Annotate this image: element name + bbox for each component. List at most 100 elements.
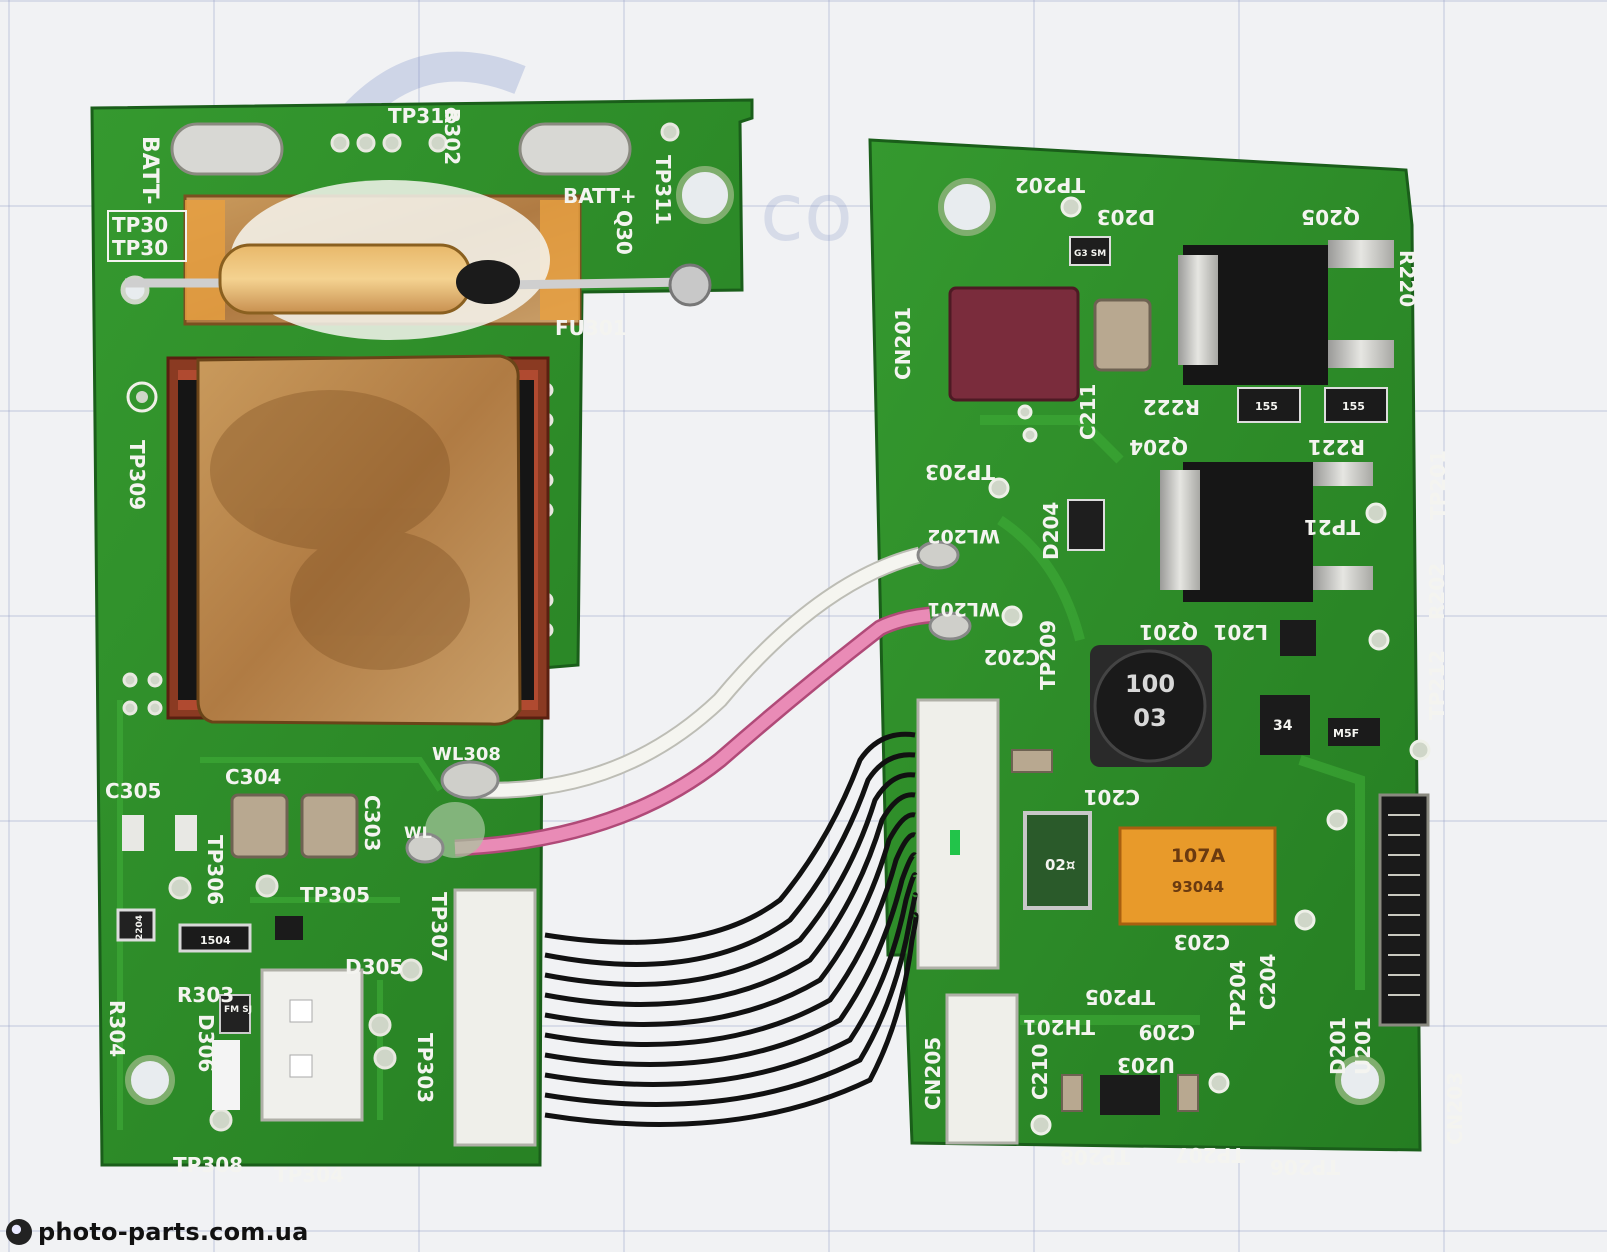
- silk-cn203: CN203: [1443, 1072, 1467, 1145]
- silk-c209: C209: [1139, 1020, 1195, 1044]
- diode-d203: [1069, 236, 1111, 266]
- silk-tp30-b: TP30: [112, 236, 168, 260]
- fuse-bead: [456, 260, 520, 304]
- silk-fu301: FU301: [555, 316, 627, 340]
- silk-d204: D204: [1039, 502, 1063, 560]
- silk-tp206: TP206: [1270, 1155, 1340, 1179]
- silk-tp205: TP205: [1085, 985, 1155, 1009]
- resistor-2204: [116, 908, 156, 942]
- pink-wire: [454, 609, 931, 854]
- thermal-fuse: [218, 243, 472, 315]
- silk-tp204: TP204: [1226, 960, 1250, 1030]
- silk-r202: R202: [1425, 563, 1449, 620]
- marking-34: 34: [1273, 718, 1293, 734]
- right-pcb-board: G3 SM 155 155 100 03 34 M5F 02¤: [868, 138, 1431, 1152]
- transistor-q201: [1280, 620, 1316, 656]
- silk-tp308: TP308: [173, 1153, 243, 1177]
- transistor-q204: [1183, 462, 1313, 602]
- capacitor-c303: [300, 793, 359, 859]
- silk-tp306: TP306: [203, 835, 227, 905]
- silk-c303: C303: [360, 795, 384, 851]
- svg-text:co: co: [760, 166, 853, 259]
- silk-tp21: TP21: [1304, 515, 1360, 539]
- diode-c201: [1023, 811, 1092, 910]
- right-silkscreen: TP202 D203 Q205 R220 CN201 C211 R222 R22…: [891, 173, 1467, 1179]
- silk-d305: D305: [345, 955, 403, 979]
- silk-tp303: TP303: [413, 1033, 437, 1103]
- silk-q201: Q201: [1139, 620, 1198, 644]
- silk-tp30-a: TP30: [112, 213, 168, 237]
- watermark-text: photo-parts.com.ua: [38, 1218, 309, 1246]
- inductor-marking-1: 100: [1125, 670, 1175, 698]
- small-transistor: [275, 916, 303, 940]
- silk-r222: R222: [1143, 395, 1200, 419]
- silk-l201: L201: [1214, 620, 1269, 644]
- diode-d306: [219, 994, 251, 1034]
- resistor-r221: [1324, 387, 1388, 423]
- ic-m5f: [1328, 718, 1380, 746]
- silk-wl201: WL201: [927, 598, 1000, 620]
- silk-d306: D306: [194, 1014, 218, 1072]
- silk-wl308: WL308: [432, 744, 501, 765]
- resistor-1504: [178, 923, 252, 953]
- ic-u203: [1100, 1075, 1160, 1115]
- silk-wl: WL: [404, 823, 432, 842]
- marking-2204: 2204: [135, 915, 145, 940]
- silk-c202: C202: [984, 645, 1040, 669]
- silk-q204: Q204: [1129, 435, 1188, 459]
- silk-d203: D203: [1097, 205, 1155, 229]
- left-silkscreen: BATT- BATT+ R302 TP310 TP311 Q30 FU301 T…: [105, 104, 675, 1187]
- silk-tp212: TP212: [1425, 650, 1449, 720]
- silk-wl202: WL202: [927, 525, 1000, 547]
- silk-c304: C304: [225, 765, 281, 789]
- camera-logo-icon: [6, 1219, 32, 1245]
- silk-batt-plus: BATT+: [563, 184, 637, 208]
- silk-c201: C201: [1084, 785, 1140, 809]
- marking-m5f: M5F: [1333, 727, 1359, 740]
- silk-tp305: TP305: [300, 883, 370, 907]
- silk-c210: C210: [1028, 1044, 1052, 1100]
- marking-g3sm: G3 SM: [1074, 249, 1106, 259]
- tantalum-capacitor: [1118, 826, 1277, 926]
- left-ribbon-connector: [453, 888, 537, 1147]
- connector-cn205: [945, 993, 1019, 1145]
- silk-tp209: TP209: [1036, 620, 1060, 690]
- silk-tp202: TP202: [1015, 173, 1085, 197]
- wires: [405, 540, 972, 1127]
- resistor-r222: [1237, 387, 1301, 423]
- silk-tp310: TP310: [388, 104, 458, 128]
- capacitor-c211: [1093, 298, 1152, 372]
- marking-fm: FM SJ: [224, 1005, 252, 1015]
- silk-tp203: TP203: [925, 460, 995, 484]
- silk-c211: C211: [1076, 384, 1100, 440]
- capacitor-c304: [230, 793, 289, 859]
- silk-c203: C203: [1174, 930, 1230, 954]
- silk-r304: R304: [105, 1000, 129, 1057]
- marking-155a: 155: [1255, 400, 1278, 413]
- ic-34: [1260, 695, 1310, 755]
- silk-cn201: CN201: [891, 307, 915, 380]
- silk-c204: C204: [1256, 954, 1280, 1010]
- silk-r220: R220: [1395, 250, 1419, 307]
- silk-th201: TH201: [1023, 1015, 1095, 1039]
- silk-tp304: TP304: [274, 1163, 344, 1187]
- inductor-marking-2: 03: [1133, 704, 1166, 732]
- background-watermark: co: [338, 51, 853, 259]
- silk-tp307: TP307: [427, 892, 451, 962]
- tantalum-marking-2: 93044: [1172, 878, 1224, 896]
- silk-tp208: TP208: [1060, 1145, 1130, 1169]
- connector-cn201: [948, 286, 1080, 402]
- mount-hole: [125, 1055, 175, 1105]
- silk-u203: U203: [1117, 1053, 1175, 1077]
- left-pcb-board: 2204 1504 FM SJ: [90, 98, 754, 1167]
- marking-1504: 1504: [200, 934, 231, 947]
- silk-r303: R303: [177, 983, 234, 1007]
- mount-hole: [938, 178, 996, 236]
- transformer-shield: [196, 354, 522, 726]
- silk-tp207: TP207: [1175, 1143, 1245, 1167]
- mount-hole: [676, 166, 734, 224]
- diode-d204: [1067, 499, 1105, 551]
- two-pin-connector: [260, 968, 364, 1122]
- silk-cn205: CN205: [921, 1037, 945, 1110]
